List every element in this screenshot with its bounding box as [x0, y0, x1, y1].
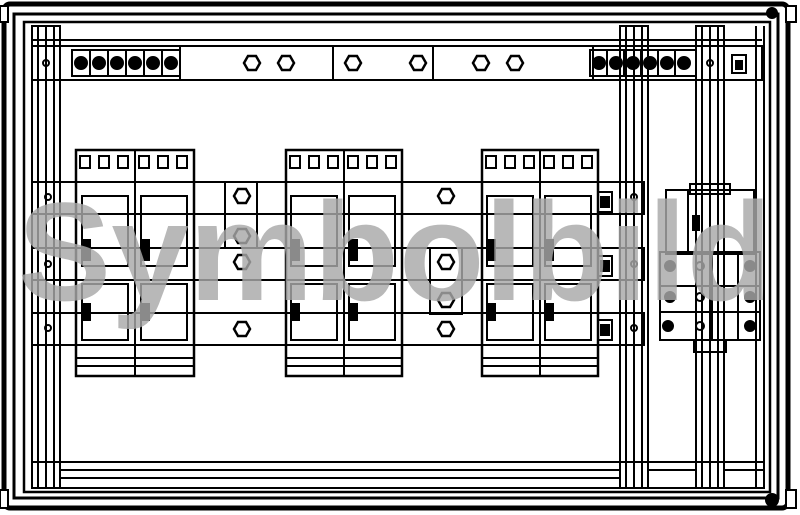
terminal-block-right — [589, 49, 697, 77]
device-module-3 — [480, 148, 600, 378]
terminal-screws-left — [74, 56, 178, 70]
terminal-block-left — [71, 49, 181, 77]
busbar-connector-plate-2 — [429, 187, 463, 338]
top-rail-nuts — [242, 54, 525, 72]
busbar-connector-plate-1 — [224, 181, 258, 338]
vertical-rail-right — [695, 25, 765, 489]
side-switch-device — [659, 183, 761, 353]
busbar-side-connectors — [597, 191, 613, 341]
device-module-2 — [284, 148, 404, 378]
bottom-rail — [31, 461, 765, 489]
top-terminal-rail — [31, 39, 763, 81]
device-module-1 — [74, 148, 196, 378]
vertical-rail-left — [31, 25, 61, 489]
